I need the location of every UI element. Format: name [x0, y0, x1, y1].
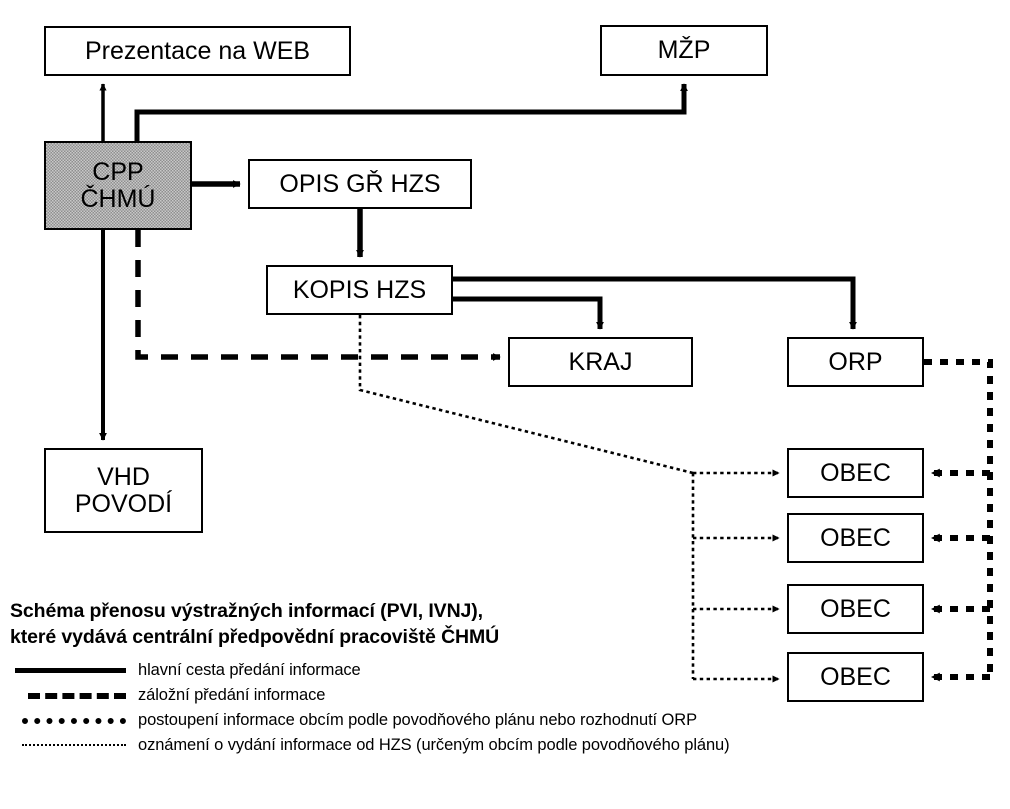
node-label: Prezentace na WEB — [84, 36, 311, 65]
legend-item-solid: hlavní cesta předání informace — [10, 659, 1002, 683]
legend-item-thin-dotted: oznámení o vydání informace od HZS (urče… — [10, 734, 1002, 758]
edge-kopis-to-orp — [453, 276, 857, 330]
node-obec4: OBEC — [787, 652, 924, 702]
legend-swatch-solid — [10, 662, 128, 680]
edge-cpp-backup-to-kraj — [135, 230, 501, 361]
node-label: CPP ČHMÚ — [80, 157, 156, 213]
node-label: OPIS GŘ HZS — [279, 169, 441, 198]
legend-item-dashed: záložní předání informace — [10, 684, 1002, 708]
legend-label: postoupení informace obcím podle povodňo… — [138, 711, 697, 730]
node-prezentace: Prezentace na WEB — [44, 26, 351, 76]
legend: Schéma přenosu výstražných informací (PV… — [10, 598, 1002, 758]
node-orp: ORP — [787, 337, 924, 387]
hzs-notification-connectors — [358, 315, 780, 683]
edge-cpp-to-mzp — [134, 83, 688, 141]
legend-swatch-dashed — [10, 687, 128, 705]
node-label: VHD POVODÍ — [74, 462, 173, 518]
node-opis: OPIS GŘ HZS — [248, 159, 472, 209]
main-route-connectors — [99, 83, 857, 441]
orp-notification-connectors — [924, 359, 993, 682]
node-label: MŽP — [657, 36, 711, 64]
node-obec1: OBEC — [787, 448, 924, 498]
legend-item-thick-dotted: postoupení informace obcím podle povodňo… — [10, 709, 1002, 733]
legend-label: hlavní cesta předání informace — [138, 661, 361, 680]
edge-kopis-to-kraj — [453, 296, 604, 330]
node-label: KRAJ — [568, 347, 633, 376]
legend-title: Schéma přenosu výstražných informací (PV… — [10, 600, 500, 649]
legend-label: oznámení o vydání informace od HZS (urče… — [138, 736, 730, 755]
node-obec2: OBEC — [787, 513, 924, 563]
legend-swatch-thick-dotted — [10, 712, 128, 730]
node-label: OBEC — [820, 458, 891, 487]
node-label: KOPIS HZS — [292, 275, 427, 304]
node-label: OBEC — [820, 594, 891, 623]
node-cpp: CPP ČHMÚ — [44, 141, 192, 230]
node-label: OBEC — [820, 523, 891, 552]
node-kraj: KRAJ — [508, 337, 693, 387]
node-vhd: VHD POVODÍ — [44, 448, 203, 533]
node-label: ORP — [828, 347, 883, 376]
legend-label: záložní předání informace — [138, 686, 326, 705]
backup-route-connectors — [135, 230, 501, 361]
edge-orp-trunk — [924, 359, 993, 677]
legend-swatch-thin-dotted — [10, 737, 128, 755]
edge-kopis-hzs-branch — [358, 315, 694, 475]
legend-rows: hlavní cesta předání informace záložní př… — [10, 659, 1002, 758]
node-kopis: KOPIS HZS — [266, 265, 453, 315]
node-label: OBEC — [820, 662, 891, 691]
node-mzp: MŽP — [600, 25, 768, 76]
node-obec3: OBEC — [787, 584, 924, 634]
